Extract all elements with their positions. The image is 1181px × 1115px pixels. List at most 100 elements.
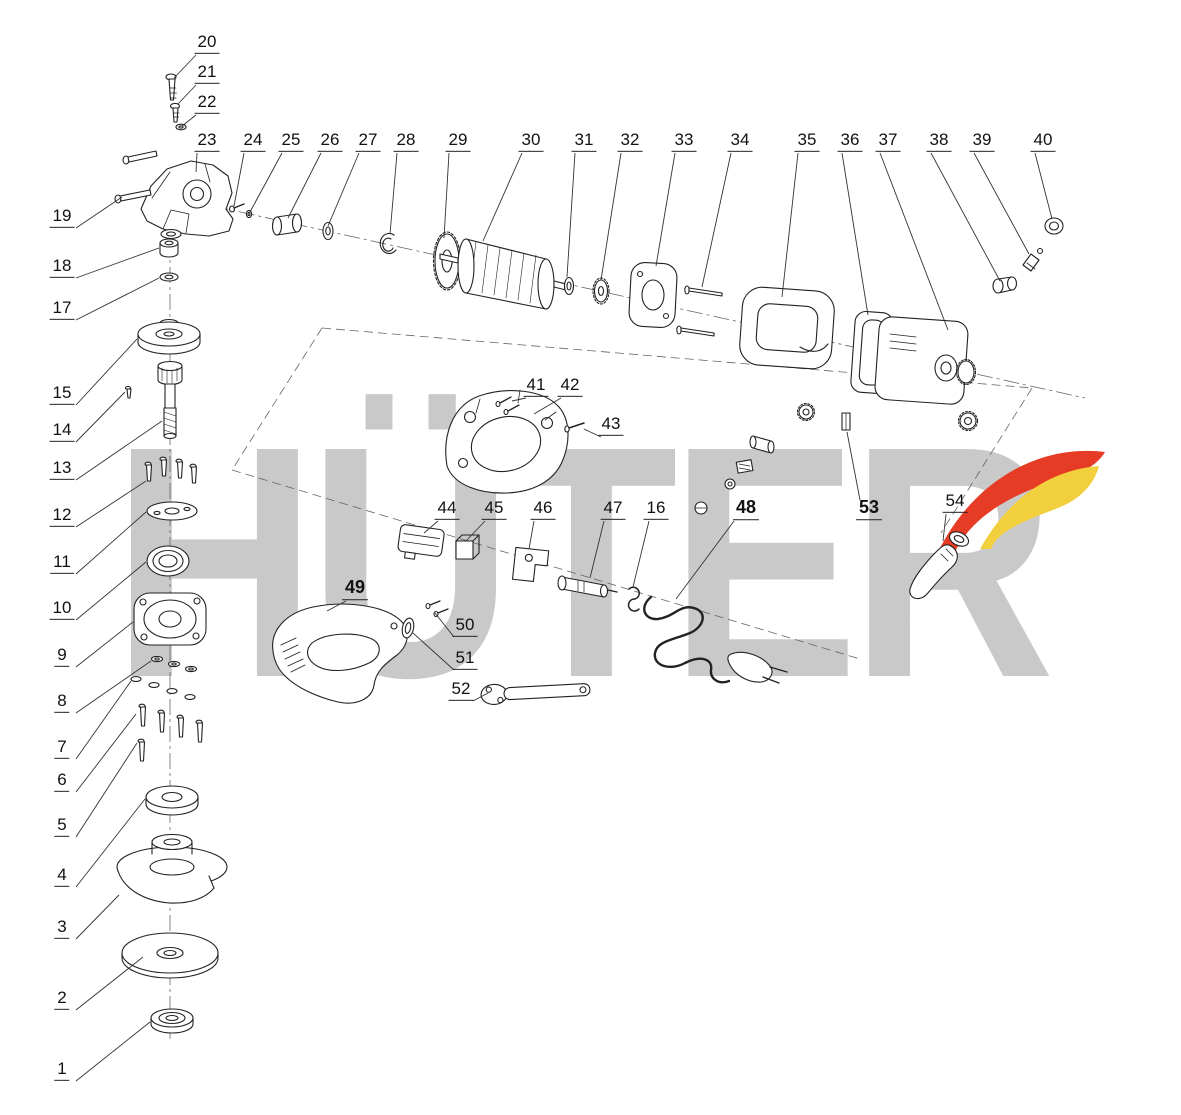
part-43-screw (564, 422, 585, 433)
part-label-48: 48 (732, 497, 760, 521)
leader-line-12 (75, 480, 147, 528)
part-label-9: 9 (54, 645, 70, 667)
leader-line-8 (75, 660, 152, 714)
leader-line-37 (879, 152, 949, 331)
leader-line-47 (589, 520, 605, 579)
part-label-29: 29 (445, 130, 471, 152)
leader-line-13 (75, 420, 163, 481)
leader-line-46 (528, 520, 535, 550)
part-44-switch-block (397, 524, 445, 560)
part-label-53: 53 (855, 497, 883, 521)
part-label-47: 47 (600, 498, 626, 520)
part-48-power-cord (643, 595, 788, 684)
part-label-54: 54 (942, 491, 968, 513)
leader-line-1 (75, 1021, 151, 1082)
leader-line-14 (75, 391, 126, 443)
leader-line-48 (675, 520, 735, 600)
leader-line-34 (701, 152, 732, 288)
part-label-43: 43 (598, 414, 624, 436)
part-47-shaft (557, 575, 618, 598)
part-label-34: 34 (727, 130, 753, 152)
part-20-screw (165, 73, 177, 101)
part-label-42: 42 (557, 375, 583, 397)
leader-line-30 (482, 152, 523, 242)
part-label-24: 24 (240, 130, 266, 152)
leader-line-49 (326, 600, 347, 612)
part-label-23: 23 (194, 130, 220, 152)
part-25-pin (245, 209, 253, 219)
part-12-screws (144, 456, 198, 484)
part-13-spindle (157, 360, 183, 440)
leader-line-15 (75, 338, 138, 406)
part-label-44: 44 (434, 498, 460, 520)
leader-line-21 (177, 84, 197, 105)
part-49-body-housing (272, 603, 408, 704)
part-label-15: 15 (49, 383, 75, 405)
part-34-screws (676, 285, 723, 337)
leader-line-7 (75, 680, 132, 760)
leader-line-11 (75, 511, 147, 575)
part-label-1: 1 (54, 1059, 70, 1081)
part-label-14: 14 (49, 420, 75, 442)
part-label-2: 2 (54, 988, 70, 1010)
part-label-51: 51 (452, 648, 478, 670)
leader-line-24 (233, 152, 245, 207)
leader-line-35 (781, 152, 799, 298)
huter-watermark-text: HÜTER (112, 377, 1055, 746)
leader-line-17 (75, 277, 160, 321)
part-41-screws (495, 396, 520, 416)
part-label-21: 21 (194, 62, 220, 84)
leader-line-3 (75, 894, 120, 940)
part-6-screws (138, 703, 204, 743)
part-16-cord-grip (627, 586, 640, 612)
part-23-gear-head (140, 160, 234, 240)
part-40-nut (1044, 217, 1064, 235)
part-21-screw (169, 102, 181, 123)
leader-line-16 (632, 520, 650, 588)
part-label-26: 26 (317, 130, 343, 152)
part-38-brush-cap (992, 276, 1018, 294)
leader-line-31 (566, 152, 576, 278)
leader-line-26 (287, 152, 322, 219)
part-label-27: 27 (355, 130, 381, 152)
part-label-41: 41 (523, 375, 549, 397)
part-19-screws (114, 150, 158, 204)
part-label-3: 3 (54, 917, 70, 939)
part-label-30: 30 (518, 130, 544, 152)
part-label-45: 45 (481, 498, 507, 520)
part-1-clamp-nut (150, 1008, 194, 1034)
leader-line-6 (75, 713, 137, 793)
leader-line-54 (942, 513, 947, 542)
part-45-block (455, 534, 480, 560)
part-11-plate (146, 501, 198, 521)
part-15-flange (137, 318, 201, 355)
part-17-washer (159, 272, 179, 282)
leader-line-52 (472, 692, 489, 702)
part-46-switch (511, 546, 550, 582)
part-53-carbon-brush (841, 412, 851, 431)
part-label-12: 12 (49, 505, 75, 527)
leader-line-18 (75, 247, 160, 279)
part-label-32: 32 (617, 130, 643, 152)
part-label-8: 8 (54, 691, 70, 713)
leader-line-29 (443, 152, 450, 239)
part-52-wrench (480, 683, 591, 705)
part-label-52: 52 (448, 679, 474, 701)
part-4-bearing-cover (145, 785, 199, 816)
leader-line-28 (389, 152, 398, 235)
part-label-35: 35 (794, 130, 820, 152)
part-label-38: 38 (926, 130, 952, 152)
part-27-ring (322, 221, 334, 241)
part-label-4: 4 (54, 865, 70, 887)
leader-line-40 (1034, 152, 1053, 220)
part-50-screws (425, 600, 449, 618)
part-label-19: 19 (49, 206, 75, 228)
leader-line-33 (655, 152, 676, 267)
part-label-46: 46 (530, 498, 556, 520)
brush-assembly-parts (694, 435, 775, 515)
part-label-7: 7 (54, 737, 70, 759)
part-10-bearing (146, 545, 190, 577)
part-39-bracket (1022, 247, 1044, 272)
part-label-36: 36 (837, 130, 863, 152)
